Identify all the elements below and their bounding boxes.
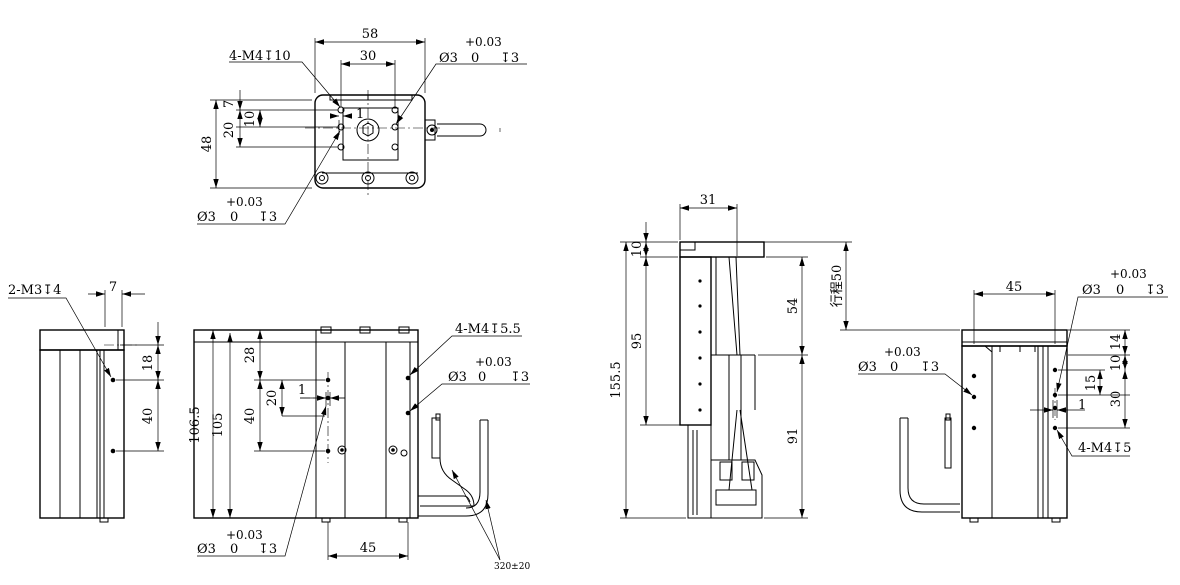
note-top-tap: 4-M4↧10 — [229, 49, 291, 64]
front-pin-bottom-dia: Ø3 — [197, 542, 216, 557]
dim-top-offset: 1 — [356, 107, 364, 122]
right-pin-top-tol: +0.03 — [1110, 267, 1147, 281]
pin-bottom-dia: Ø3 — [197, 210, 216, 225]
front-pin-bottom-tol: +0.03 — [226, 528, 263, 542]
front-pin-right-depth: ↧3 — [510, 370, 529, 385]
front-pin-right-zero: 0 — [478, 370, 486, 385]
side-view: 31 155.5 10 95 54 91 行程50 — [609, 193, 960, 519]
right-pin-top-dia: Ø3 — [1082, 283, 1101, 298]
right-view: 45 14 10 15 30 1 4-M4↧5 +0.03 Ø3 0 ↧3 +0… — [858, 267, 1168, 523]
right-pin-left-depth: ↧3 — [920, 360, 939, 375]
pin-top-tol: +0.03 — [465, 35, 502, 49]
pin-top-depth: ↧3 — [500, 51, 519, 66]
dim-right-1: 1 — [1078, 398, 1086, 413]
dim-side-31: 31 — [700, 193, 717, 208]
cable-length: 320±20 — [494, 562, 530, 572]
dim-side-54: 54 — [786, 298, 801, 315]
front-pin-right-tol: +0.03 — [475, 355, 512, 369]
front-pin-bottom-depth: ↧3 — [258, 542, 277, 557]
dim-side-95: 95 — [630, 333, 645, 350]
dim-front-body: 105 — [211, 413, 226, 438]
note-left-tap: 2-M3↧4 — [8, 283, 61, 298]
left-view: 7 18 40 2-M3↧4 — [8, 280, 164, 523]
dim-top-width: 58 — [362, 27, 379, 42]
dim-right-14: 14 — [1109, 334, 1124, 351]
stroke-label: 行程50 — [830, 265, 845, 308]
dim-left-40: 40 — [141, 408, 156, 425]
dim-front-1: 1 — [298, 383, 306, 398]
dim-front-40: 40 — [243, 408, 258, 425]
note-right-tap: 4-M4↧5 — [1078, 441, 1131, 456]
note-front-tap: 4-M4↧5.5 — [455, 322, 521, 337]
dim-side-155: 155.5 — [609, 361, 624, 398]
front-pin-bottom-zero: 0 — [230, 542, 238, 557]
dim-right-30: 30 — [1109, 391, 1124, 408]
front-view: 106.5 105 28 40 20 1 45 4-M4↧5.5 +0.03 Ø… — [188, 322, 530, 572]
dim-front-overall: 106.5 — [188, 406, 203, 443]
right-pin-top-zero: 0 — [1116, 283, 1124, 298]
pin-bottom-zero: 0 — [230, 210, 238, 225]
dim-top-row2: 10 — [243, 111, 258, 128]
top-view: 58 30 48 7 10 20 1 4-M4↧10 +0.03 Ø3 0 ↧3… — [197, 27, 527, 225]
dim-side-91: 91 — [786, 428, 801, 445]
pin-bottom-depth: ↧3 — [258, 210, 277, 225]
dim-left-18: 18 — [141, 355, 156, 372]
pin-top-dia: Ø3 — [439, 51, 458, 66]
dim-top-row1: 7 — [222, 100, 237, 108]
dim-left-top: 7 — [109, 280, 117, 295]
right-pin-top-depth: ↧3 — [1145, 283, 1164, 298]
front-pin-right-dia: Ø3 — [448, 370, 467, 385]
pin-bottom-tol: +0.03 — [226, 195, 263, 209]
dim-front-20: 20 — [265, 390, 280, 407]
dim-front-45: 45 — [360, 541, 377, 556]
dim-right-45: 45 — [1006, 280, 1023, 295]
dim-top-row3: 20 — [222, 122, 237, 139]
dim-side-10: 10 — [630, 241, 645, 258]
right-pin-left-dia: Ø3 — [858, 360, 877, 375]
dim-top-height: 48 — [200, 136, 215, 153]
dim-right-15: 15 — [1084, 375, 1099, 392]
right-pin-left-zero: 0 — [890, 360, 898, 375]
dim-right-10: 10 — [1109, 355, 1124, 372]
dim-top-pitch: 30 — [360, 49, 377, 64]
pin-top-zero: 0 — [471, 51, 479, 66]
right-pin-left-tol: +0.03 — [884, 345, 921, 359]
dim-front-28: 28 — [243, 347, 258, 364]
